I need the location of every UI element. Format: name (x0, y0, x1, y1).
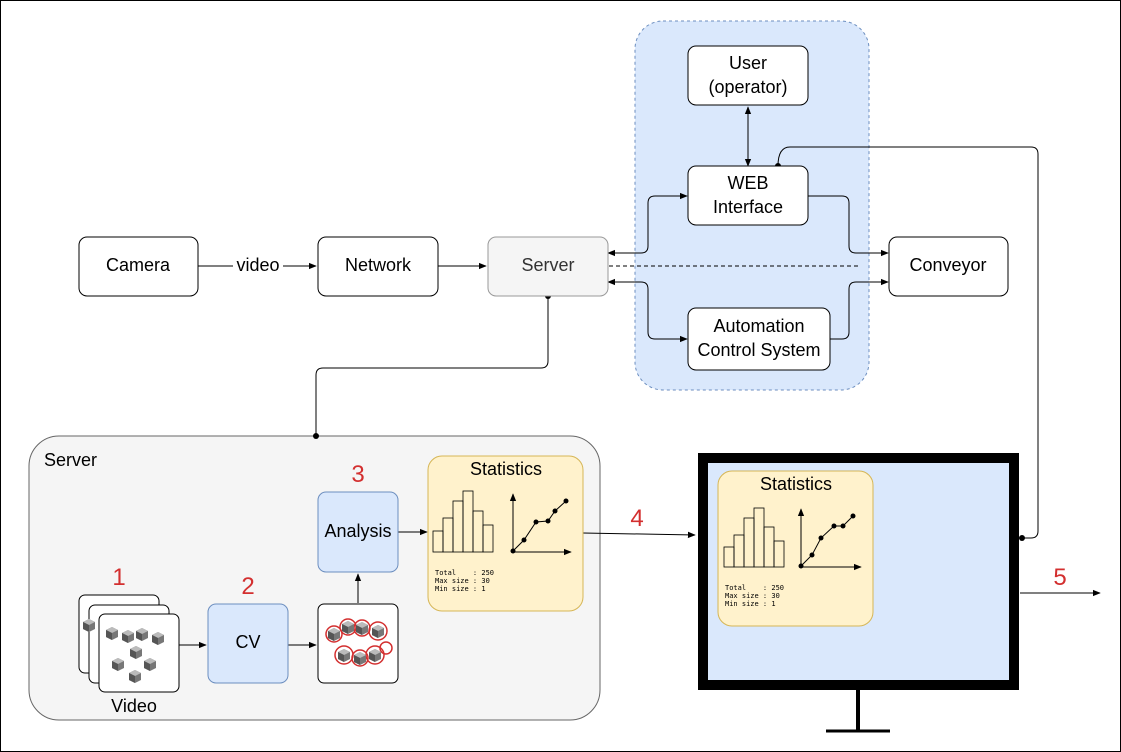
automation-label-line1: Automation (713, 316, 804, 336)
step-3: 3 (351, 461, 364, 488)
conveyor-node: Conveyor (888, 236, 1009, 297)
histogram-icon (723, 507, 785, 568)
stats-max: Max size : 30 (435, 577, 490, 585)
analysis-node: Analysis (317, 491, 399, 573)
edge-server-processing (315, 296, 549, 436)
video-stack (78, 594, 180, 693)
detected-boxes-node (317, 603, 399, 684)
junction-dot (313, 433, 319, 439)
camera-node: Camera (78, 236, 199, 297)
step-1: 1 (112, 564, 125, 591)
edge-web-conveyor (808, 195, 889, 257)
server-label: Server (521, 255, 574, 275)
server-group-title: Server (44, 450, 97, 470)
user-node: User (operator) (687, 45, 809, 106)
detected-boxes-icon (325, 618, 393, 667)
conveyor-label: Conveyor (909, 255, 986, 275)
user-label-line2: (operator) (708, 77, 787, 97)
statistics-panel: Statistics Total : 250 Max size : 30 Min… (427, 455, 584, 612)
web-interface-node: WEB Interface (687, 165, 809, 226)
monitor-stats-max: Max size : 30 (725, 592, 780, 600)
monitor-statistics-panel: Statistics Total : 250 Max size : 30 Min… (717, 470, 874, 627)
cv-node: CV (207, 603, 289, 684)
step-5: 5 (1053, 564, 1066, 591)
user-label-line1: User (729, 53, 767, 73)
edge-automation-conveyor (830, 278, 889, 340)
monitor-stats-total: Total : 250 (725, 584, 784, 592)
monitor-statistics-title: Statistics (760, 474, 832, 494)
edge-server-web (607, 192, 688, 257)
edge-server-automation (607, 278, 688, 343)
edge-monitor-web (777, 146, 1039, 539)
video-label: Video (111, 696, 157, 716)
line-chart-icon (509, 493, 572, 554)
histogram-icon (432, 490, 494, 553)
stats-total: Total : 250 (435, 569, 494, 577)
statistics-title: Statistics (470, 459, 542, 479)
edge-statistics-monitor (582, 531, 696, 539)
edge-label-video: video (236, 255, 279, 275)
edge-label-bg (233, 255, 283, 275)
stats-min: Min size : 1 (435, 585, 486, 593)
monitor-stats-min: Min size : 1 (725, 600, 776, 608)
line-chart-icon (797, 508, 862, 571)
automation-node: Automation Control System (687, 307, 831, 371)
cv-label: CV (235, 632, 260, 652)
network-label: Network (345, 255, 412, 275)
server-node: Server (487, 236, 609, 297)
junction-dot (1019, 535, 1025, 541)
network-node: Network (317, 236, 439, 297)
camera-label: Camera (106, 255, 171, 275)
web-label-line1: WEB (727, 173, 768, 193)
automation-label-line2: Control System (697, 340, 820, 360)
step-4: 4 (630, 505, 643, 532)
analysis-label: Analysis (324, 521, 391, 541)
step-2: 2 (241, 573, 254, 600)
web-label-line2: Interface (713, 197, 783, 217)
